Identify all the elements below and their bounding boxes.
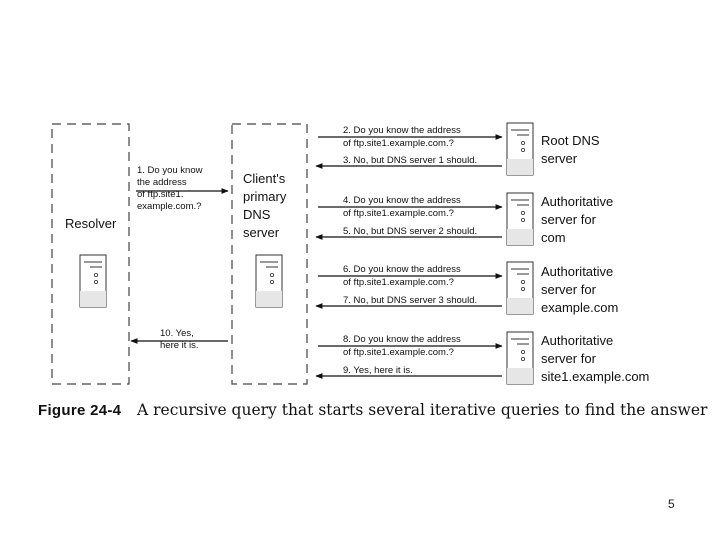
server-icon-com <box>506 192 534 246</box>
server-name-line: server for <box>541 282 596 297</box>
query-label-com-line1: 4. Do you know the address <box>343 195 461 206</box>
resolver-query-line: the address <box>137 177 187 188</box>
query-label-root-line1: 2. Do you know the address <box>343 125 461 136</box>
server-icon-example <box>506 261 534 315</box>
server-icon-resolver <box>79 254 107 308</box>
resolver-query-line: example.com.? <box>137 201 202 212</box>
resolver-answer-line: 10. Yes, <box>160 328 194 339</box>
client-dns-box <box>231 123 308 385</box>
reply-label-site1: 9. Yes, here it is. <box>343 365 413 376</box>
server-name-line: server for <box>541 351 596 366</box>
resolver-label: Resolver <box>65 216 117 231</box>
query-label-example-line2: of ftp.site1.example.com.? <box>343 277 454 288</box>
query-label-root-line2: of ftp.site1.example.com.? <box>343 138 454 149</box>
client-dns-line: DNS <box>243 207 271 222</box>
resolver-box <box>51 123 130 385</box>
server-name-line: site1.example.com <box>541 369 650 384</box>
server-name-root: Root DNS server <box>541 132 600 168</box>
server-name-site1: Authoritative server for site1.example.c… <box>541 332 649 386</box>
resolver-query-line: 1. Do you know <box>137 165 203 176</box>
server-name-line: server <box>541 151 578 166</box>
resolver-query-label: 1. Do you know the address of ftp.site1.… <box>137 165 202 213</box>
server-name-line: Authoritative <box>541 264 614 279</box>
reply-label-root: 3. No, but DNS server 1 should. <box>343 155 478 166</box>
figure-number: Figure 24-4 <box>38 402 122 419</box>
client-dns-line: Client's <box>243 171 286 186</box>
page-number: 5 <box>668 497 675 511</box>
query-label-example-line1: 6. Do you know the address <box>343 264 461 275</box>
server-icon-root <box>506 122 534 176</box>
server-arrows <box>315 134 503 379</box>
server-name-line: Authoritative <box>541 194 614 209</box>
server-name-line: example.com <box>541 300 619 315</box>
resolver-answer-line: here it is. <box>160 340 199 351</box>
server-icon-site1 <box>506 331 534 385</box>
client-dns-line: primary <box>243 189 287 204</box>
server-icon-client <box>255 254 283 308</box>
query-label-site1-line2: of ftp.site1.example.com.? <box>343 347 454 358</box>
server-name-example: Authoritative server for example.com <box>541 263 618 317</box>
resolver-answer-label: 10. Yes, here it is. <box>160 328 199 352</box>
server-name-line: Root DNS <box>541 133 600 148</box>
client-dns-line: server <box>243 225 280 240</box>
server-name-line: Authoritative <box>541 333 614 348</box>
server-name-line: com <box>541 230 566 245</box>
query-label-site1-line1: 8. Do you know the address <box>343 334 461 345</box>
resolver-query-line: of ftp.site1. <box>137 189 184 200</box>
reply-label-com: 5. No, but DNS server 2 should. <box>343 226 478 237</box>
client-dns-label: Client's primary DNS server <box>243 170 286 242</box>
reply-label-example: 7. No, but DNS server 3 should. <box>343 295 478 306</box>
server-name-com: Authoritative server for com <box>541 193 613 247</box>
query-label-com-line2: of ftp.site1.example.com.? <box>343 208 454 219</box>
figure-caption: A recursive query that starts several it… <box>137 401 708 419</box>
server-name-line: server for <box>541 212 596 227</box>
